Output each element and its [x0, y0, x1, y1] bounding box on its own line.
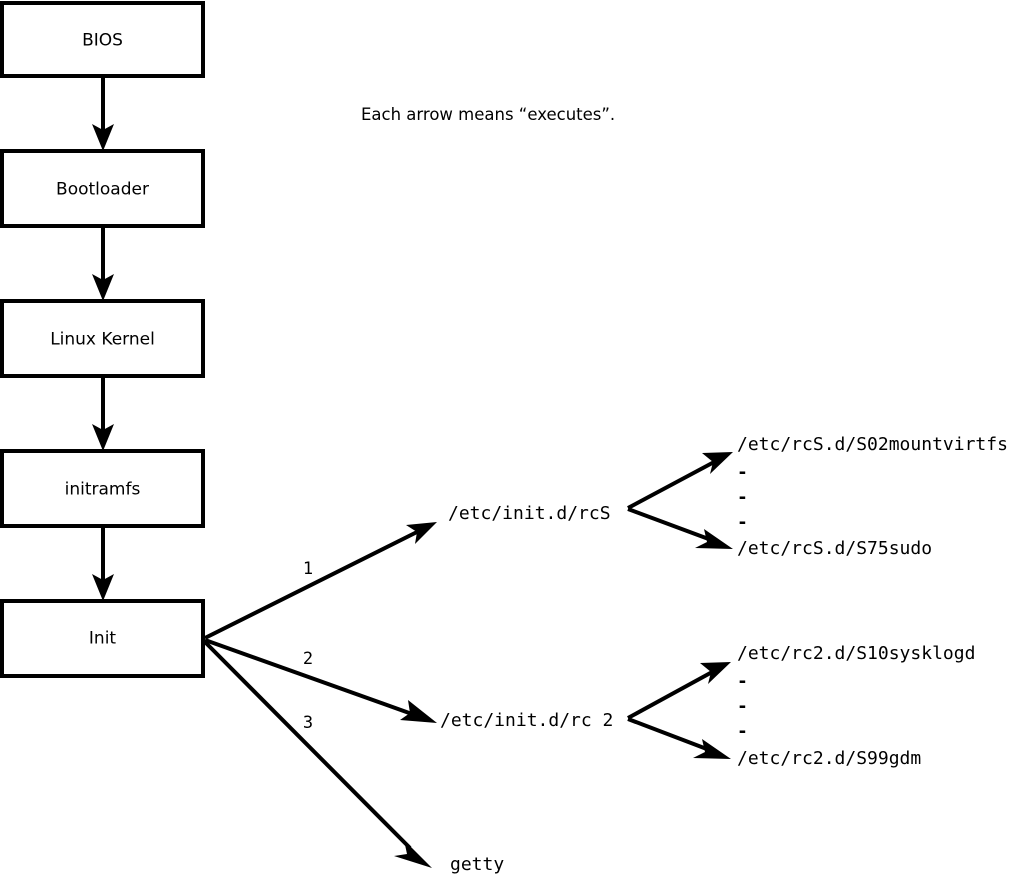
node-init-rect — [0, 599, 205, 678]
node-linux-kernel-rect — [0, 299, 205, 378]
arrow-bios-to-bootloader — [92, 76, 114, 151]
rcs-arrow-last — [627, 507, 733, 549]
vertical-arrows-group — [92, 76, 114, 601]
boot-chain-group: BIOS Bootloader Linux Kernel initramfs I… — [0, 1, 205, 678]
node-linux-kernel-label: Linux Kernel — [50, 330, 155, 350]
rc2-arrow-first — [627, 662, 731, 720]
node-bios[interactable]: BIOS — [0, 1, 205, 78]
rc2-last-script-label: /etc/rc2.d/S99gdm — [737, 748, 921, 769]
node-init-label: Init — [89, 629, 117, 649]
arrow-bootloader-to-kernel — [92, 226, 114, 301]
rcs-arrow-first — [627, 452, 733, 510]
node-init[interactable]: Init — [0, 599, 205, 678]
rcs-ellipsis-dash-2: - — [737, 487, 748, 508]
arrow-kernel-to-initramfs — [92, 376, 114, 451]
node-initramfs-label: initramfs — [65, 480, 141, 500]
rc2-first-script-label: /etc/rc2.d/S10sysklogd — [737, 643, 975, 664]
rcs-ellipsis-dash-3: - — [737, 512, 748, 533]
node-initramfs-rect — [0, 449, 205, 528]
node-bios-rect — [0, 1, 205, 78]
branch-2-group: 2 /etc/init.d/rc 2 — [204, 638, 613, 731]
rc2-ellipsis-dash-2: - — [737, 696, 748, 717]
rc2-arrow-last — [627, 717, 731, 759]
node-linux-kernel[interactable]: Linux Kernel — [0, 299, 205, 378]
rcs-last-script-label: /etc/rcS.d/S75sudo — [737, 538, 932, 559]
rcs-fanout-group: /etc/rcS.d/S02mountvirtfs - - - /etc/rcS… — [627, 434, 1008, 559]
node-bootloader-label: Bootloader — [56, 180, 149, 200]
branch-3-number: 3 — [303, 713, 313, 733]
node-initramfs[interactable]: initramfs — [0, 449, 205, 528]
branch-1-number: 1 — [303, 559, 313, 579]
branch-1-target-label: /etc/init.d/rcS — [448, 503, 611, 524]
branch-3-group: 3 getty — [203, 640, 504, 875]
branch-1-group: 1 /etc/init.d/rcS — [204, 503, 611, 640]
branch-2-number: 2 — [303, 649, 313, 669]
branch-2-target-label: /etc/init.d/rc 2 — [440, 710, 613, 731]
node-bootloader[interactable]: Bootloader — [0, 149, 205, 228]
rc2-fanout-group: /etc/rc2.d/S10sysklogd - - - /etc/rc2.d/… — [627, 643, 975, 769]
caption-label: Each arrow means “executes”. — [361, 105, 615, 124]
rcs-first-script-label: /etc/rcS.d/S02mountvirtfs — [737, 434, 1008, 455]
node-bios-label: BIOS — [82, 31, 123, 51]
branch-3-target-label: getty — [450, 854, 504, 875]
arrow-initramfs-to-init — [92, 526, 114, 601]
rcs-ellipsis-dash-1: - — [737, 462, 748, 483]
rc2-ellipsis-dash-1: - — [737, 671, 748, 692]
rc2-ellipsis-dash-3: - — [737, 721, 748, 742]
